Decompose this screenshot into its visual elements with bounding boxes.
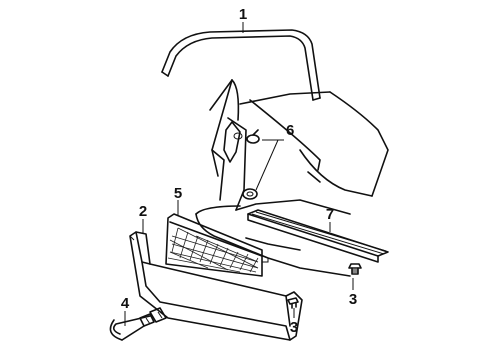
part-6-retainer-upper (246, 129, 260, 144)
callout-5: 5 (174, 185, 182, 202)
callouts: 1 2 3 3 4 5 6 7 (121, 6, 357, 336)
part-4-wiring-harness (109, 307, 167, 341)
callout-7: 7 (326, 206, 334, 223)
part-3-fastener-lower (287, 297, 299, 309)
leader-lines (124, 22, 354, 326)
part-3-fastener-upper (348, 263, 362, 275)
callout-4: 4 (121, 295, 130, 312)
callout-3a: 3 (349, 291, 357, 308)
part-5-cargo-net (165, 213, 269, 277)
callout-3b: 3 (290, 319, 298, 336)
callout-1: 1 (239, 6, 247, 23)
part-7-sill-plate (247, 209, 389, 263)
part-1-arch-molding (161, 29, 321, 101)
leader-6b (255, 139, 279, 191)
part-6-retainer-lower (242, 188, 258, 200)
callout-6: 6 (286, 122, 294, 139)
callout-2: 2 (139, 203, 147, 220)
